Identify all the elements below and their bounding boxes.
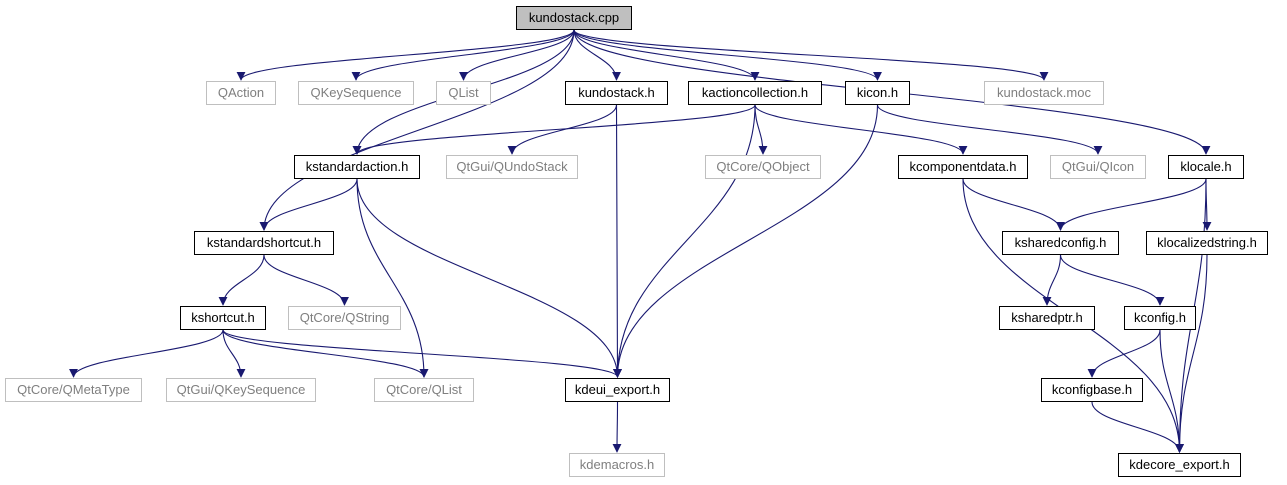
node-kdeui-export-h[interactable]: kdeui_export.h [565, 378, 670, 402]
edge-kundostack_cpp-to-qkeysequence [351, 29, 575, 81]
edge-kstandardaction_h-to-kstandardshortcut_h [259, 178, 358, 231]
node-qtcore-qstring: QtCore/QString [288, 306, 401, 330]
edge-kactioncollection_h-to-kdeui_export_h [613, 104, 756, 378]
node-ksharedptr-h[interactable]: ksharedptr.h [999, 306, 1095, 330]
edge-kundostack_cpp-to-kstandardshortcut_h [259, 29, 575, 231]
node-kundostack-h[interactable]: kundostack.h [565, 81, 668, 105]
edge-kundostack_cpp-to-kicon_h [573, 29, 882, 81]
edge-kconfig_h-to-kconfigbase_h [1087, 329, 1161, 378]
node-kconfigbase-h[interactable]: kconfigbase.h [1041, 378, 1143, 402]
edge-kactioncollection_h-to-qtcore_qobject [754, 104, 768, 155]
edge-kundostack_cpp-to-kactioncollection_h [573, 29, 760, 81]
edge-kconfig_h-to-kdecore_export_h [1159, 329, 1184, 453]
node-qtcore-qmetatype: QtCore/QMetaType [5, 378, 142, 402]
node-qkeysequence: QKeySequence [298, 81, 414, 105]
node-qaction: QAction [206, 81, 276, 105]
edge-kstandardaction_h-to-qtcore_qlist [356, 178, 429, 378]
edge-ksharedconfig_h-to-kconfig_h [1059, 254, 1165, 306]
node-kshortcut-h[interactable]: kshortcut.h [180, 306, 266, 330]
node-kcomponentdata-h[interactable]: kcomponentdata.h [898, 155, 1028, 179]
edge-kundostack_cpp-to-qlist [459, 29, 575, 81]
edge-kundostack_h-to-qtgui_qundostack [507, 104, 618, 155]
edge-ksharedconfig_h-to-ksharedptr_h [1042, 254, 1062, 306]
node-ksharedconfig-h[interactable]: ksharedconfig.h [1002, 231, 1119, 255]
edge-klocalizedstring_h-to-kdecore_export_h [1175, 254, 1208, 453]
node-qtcore-qlist: QtCore/QList [374, 378, 474, 402]
node-kactioncollection-h[interactable]: kactioncollection.h [688, 81, 822, 105]
edge-kicon_h-to-qtgui_qicon [876, 104, 1103, 155]
node-kconfig-h[interactable]: kconfig.h [1124, 306, 1196, 330]
edge-klocale_h-to-ksharedconfig_h [1056, 178, 1207, 231]
node-kstandardaction-h[interactable]: kstandardaction.h [294, 155, 420, 179]
edge-kactioncollection_h-to-kstandardaction_h [352, 104, 756, 155]
node-qtgui-qkeysequence: QtGui/QKeySequence [166, 378, 316, 402]
edge-kundostack_cpp-to-kundostack_moc [573, 29, 1049, 81]
edge-kconfigbase_h-to-kdecore_export_h [1091, 401, 1184, 453]
edge-kundostack_h-to-kdeui_export_h [612, 104, 622, 378]
edge-kcomponentdata_h-to-ksharedconfig_h [962, 178, 1065, 231]
edge-kstandardshortcut_h-to-kshortcut_h [218, 254, 265, 306]
node-kdecore-export-h[interactable]: kdecore_export.h [1118, 453, 1241, 477]
node-qtgui-qicon: QtGui/QIcon [1050, 155, 1146, 179]
node-kstandardshortcut-h[interactable]: kstandardshortcut.h [194, 231, 334, 255]
edge-kstandardshortcut_h-to-qtcore_qstring [263, 254, 349, 306]
node-qtgui-qundostack: QtGui/QUndoStack [446, 155, 578, 179]
edge-kshortcut_h-to-qtcore_qlist [222, 329, 429, 378]
node-kundostack-cpp: kundostack.cpp [516, 6, 632, 30]
edge-layer [69, 29, 1212, 453]
edge-kactioncollection_h-to-kcomponentdata_h [754, 104, 968, 155]
node-qtcore-qobject: QtCore/QObject [705, 155, 821, 179]
edge-kshortcut_h-to-qtcore_qmetatype [69, 329, 224, 378]
node-klocalizedstring-h[interactable]: klocalizedstring.h [1146, 231, 1268, 255]
edge-kshortcut_h-to-qtgui_qkeysequence [222, 329, 246, 378]
node-kicon-h[interactable]: kicon.h [845, 81, 910, 105]
edge-kundostack_cpp-to-qaction [236, 29, 575, 81]
edge-kdeui_export_h-to-kdemacros_h [612, 401, 622, 453]
edge-kstandardaction_h-to-kdeui_export_h [356, 178, 622, 378]
node-klocale-h[interactable]: klocale.h [1168, 155, 1244, 179]
edge-kicon_h-to-kdeui_export_h [613, 104, 879, 378]
edge-kshortcut_h-to-kdeui_export_h [222, 329, 622, 378]
node-kundostack-moc: kundostack.moc [984, 81, 1104, 105]
node-kdemacros-h: kdemacros.h [569, 453, 665, 477]
node-qlist: QList [436, 81, 491, 105]
edge-kundostack_cpp-to-kundostack_h [573, 29, 621, 81]
